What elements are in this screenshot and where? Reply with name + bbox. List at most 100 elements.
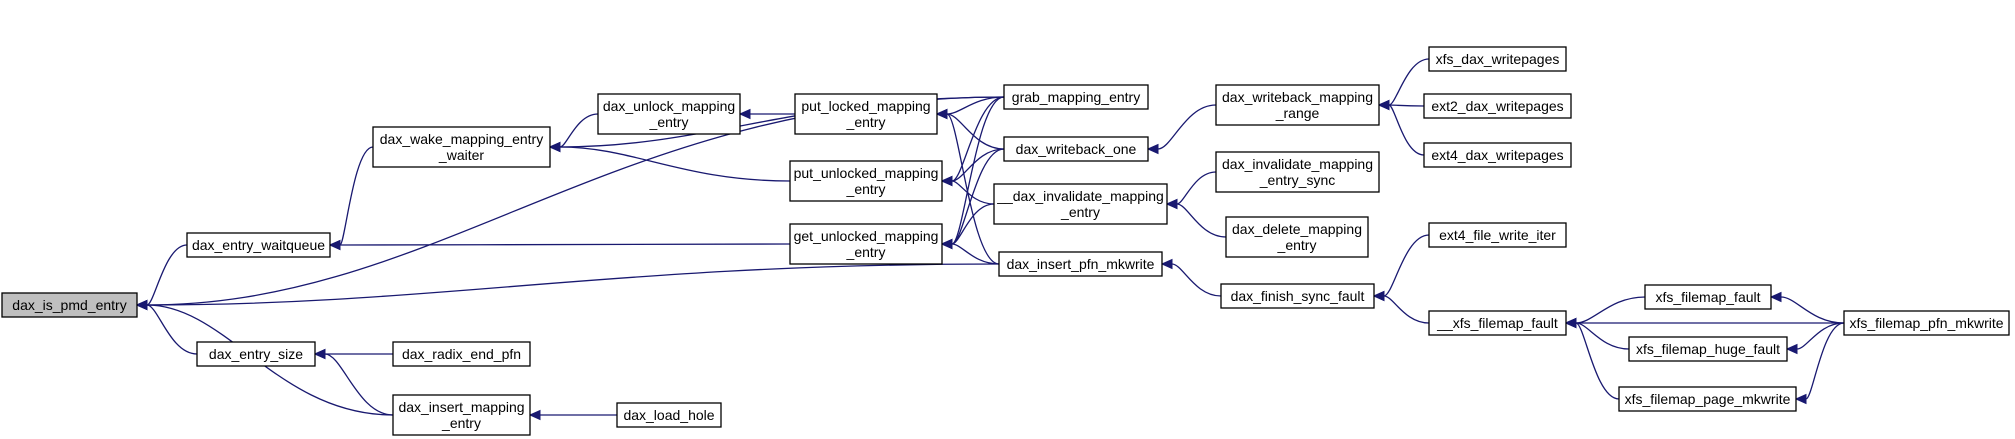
function-node-ext2-dax-writepages[interactable]: ext2_dax_writepages bbox=[1423, 93, 1572, 119]
node-label: _entry bbox=[846, 181, 886, 197]
function-node-dax-invalidate-mapping-entry-sync[interactable]: dax_invalidate_mapping_entry_sync bbox=[1215, 151, 1380, 193]
node-label: get_unlocked_mapping bbox=[794, 228, 939, 244]
call-edge bbox=[339, 243, 791, 246]
node-layer: dax_is_pmd_entry dax_entry_waitqueue dax_e… bbox=[1, 46, 2010, 436]
node-label: _entry bbox=[649, 114, 689, 130]
node-box bbox=[1618, 386, 1797, 412]
function-node-dax-is-pmd-entry[interactable]: dax_is_pmd_entry bbox=[1, 292, 138, 318]
arrowhead bbox=[1377, 99, 1390, 111]
arrowhead bbox=[313, 348, 326, 360]
node-label: dax_radix_end_pfn bbox=[402, 346, 521, 362]
function-node-get-unlocked-mapping-entry[interactable]: get_unlocked_mapping_entry bbox=[789, 223, 943, 265]
function-node-xfs-dax-writepages[interactable]: xfs_dax_writepages bbox=[1428, 46, 1567, 72]
function-node-ext4-file-write-iter[interactable]: ext4_file_write_iter bbox=[1428, 222, 1567, 248]
function-node-put-locked-mapping-entry[interactable]: put_locked_mapping_entry bbox=[794, 93, 938, 135]
node-label: xfs_filemap_pfn_mkwrite bbox=[1849, 315, 2003, 331]
node-box bbox=[1003, 136, 1149, 162]
call-edge bbox=[1176, 203, 1227, 238]
node-box bbox=[1, 292, 138, 318]
node-label: _range bbox=[1275, 105, 1320, 121]
function-node-grab-mapping-entry[interactable]: grab_mapping_entry bbox=[1003, 84, 1149, 110]
node-box bbox=[1423, 142, 1572, 168]
node-box bbox=[789, 223, 943, 265]
function-node-xfs-filemap-fault[interactable]: __xfs_filemap_fault bbox=[1428, 310, 1567, 336]
function-node-xfs-filemap-page-mkwrite[interactable]: xfs_filemap_page_mkwrite bbox=[1618, 386, 1797, 412]
call-edge bbox=[1575, 322, 1620, 400]
arrowhead bbox=[1165, 198, 1178, 210]
node-box bbox=[392, 341, 531, 367]
node-label: dax_insert_mapping bbox=[398, 399, 524, 415]
node-label: xfs_filemap_huge_fault bbox=[1636, 341, 1780, 357]
node-label: _entry bbox=[846, 114, 886, 130]
call-edge bbox=[1388, 104, 1425, 107]
call-edge bbox=[946, 113, 1005, 150]
node-box bbox=[993, 183, 1168, 225]
function-node-put-unlocked-mapping-entry[interactable]: put_unlocked_mapping_entry bbox=[789, 160, 943, 202]
arrowhead bbox=[1794, 393, 1807, 405]
node-label: dax_writeback_mapping bbox=[1222, 89, 1373, 105]
function-node-dax-invalidate-mapping-entry[interactable]: __dax_invalidate_mapping_entry bbox=[993, 183, 1168, 225]
function-node-xfs-filemap-fault[interactable]: xfs_filemap_fault bbox=[1644, 284, 1772, 310]
node-box bbox=[1628, 336, 1788, 362]
call-edge bbox=[146, 304, 198, 355]
call-edge bbox=[559, 146, 791, 182]
node-box bbox=[1215, 151, 1380, 193]
arrowhead bbox=[1160, 258, 1173, 270]
node-box bbox=[392, 394, 531, 436]
call-edge bbox=[1780, 296, 1845, 324]
node-label: dax_finish_sync_fault bbox=[1231, 288, 1365, 304]
node-label: dax_insert_pfn_mkwrite bbox=[1007, 256, 1155, 272]
function-node-xfs-filemap-huge-fault[interactable]: xfs_filemap_huge_fault bbox=[1628, 336, 1788, 362]
function-node-dax-writeback-mapping-range[interactable]: dax_writeback_mapping_range bbox=[1215, 84, 1380, 126]
function-node-dax-load-hole[interactable]: dax_load_hole bbox=[616, 402, 722, 428]
node-box bbox=[1428, 310, 1567, 336]
node-box bbox=[789, 160, 943, 202]
node-label: dax_writeback_one bbox=[1016, 141, 1137, 157]
call-edge bbox=[146, 244, 188, 306]
call-edge bbox=[1171, 263, 1222, 297]
function-node-dax-wake-mapping-entry-waiter[interactable]: dax_wake_mapping_entry_waiter bbox=[372, 126, 551, 168]
function-node-dax-delete-mapping-entry[interactable]: dax_delete_mapping_entry bbox=[1225, 216, 1369, 258]
arrowhead bbox=[940, 238, 953, 250]
edge-layer bbox=[135, 58, 1845, 421]
function-node-dax-entry-size[interactable]: dax_entry_size bbox=[196, 341, 316, 367]
function-node-xfs-filemap-pfn-mkwrite[interactable]: xfs_filemap_pfn_mkwrite bbox=[1843, 310, 2010, 336]
function-node-dax-radix-end-pfn[interactable]: dax_radix_end_pfn bbox=[392, 341, 531, 367]
call-edge bbox=[1157, 104, 1217, 150]
call-edge bbox=[951, 96, 1005, 245]
function-node-dax-insert-pfn-mkwrite[interactable]: dax_insert_pfn_mkwrite bbox=[998, 251, 1163, 277]
function-node-dax-entry-waitqueue[interactable]: dax_entry_waitqueue bbox=[186, 232, 331, 258]
call-edge bbox=[951, 243, 1000, 265]
node-label: _entry bbox=[1277, 237, 1317, 253]
node-label: dax_load_hole bbox=[623, 407, 714, 423]
call-edge bbox=[1383, 295, 1430, 324]
function-node-dax-finish-sync-fault[interactable]: dax_finish_sync_fault bbox=[1220, 283, 1375, 309]
node-box bbox=[1423, 93, 1572, 119]
call-edge bbox=[1796, 322, 1845, 350]
node-box bbox=[1003, 84, 1149, 110]
arrowhead bbox=[548, 141, 561, 153]
node-label: __xfs_filemap_fault bbox=[1436, 315, 1558, 331]
arrowhead bbox=[1785, 343, 1798, 355]
function-node-dax-insert-mapping-entry[interactable]: dax_insert_mapping_entry bbox=[392, 394, 531, 436]
arrowhead bbox=[935, 108, 948, 120]
function-node-ext4-dax-writepages[interactable]: ext4_dax_writepages bbox=[1423, 142, 1572, 168]
function-node-dax-unlock-mapping-entry[interactable]: dax_unlock_mapping_entry bbox=[597, 93, 741, 135]
function-node-dax-writeback-one[interactable]: dax_writeback_one bbox=[1003, 136, 1149, 162]
arrowhead bbox=[135, 299, 148, 311]
call-edge bbox=[324, 353, 394, 416]
arrowhead bbox=[738, 108, 751, 120]
arrowhead bbox=[1769, 291, 1782, 303]
node-label: __dax_invalidate_mapping bbox=[996, 188, 1164, 204]
arrowhead bbox=[528, 409, 541, 421]
node-label: _waiter bbox=[438, 147, 484, 163]
node-label: xfs_dax_writepages bbox=[1436, 51, 1560, 67]
call-edge bbox=[946, 113, 1000, 265]
call-edge bbox=[951, 148, 1005, 182]
node-box bbox=[1843, 310, 2010, 336]
node-label: _entry bbox=[1060, 204, 1100, 220]
node-label: ext4_file_write_iter bbox=[1439, 227, 1556, 243]
call-edge bbox=[1383, 234, 1430, 297]
node-label: _entry_sync bbox=[1259, 172, 1335, 188]
